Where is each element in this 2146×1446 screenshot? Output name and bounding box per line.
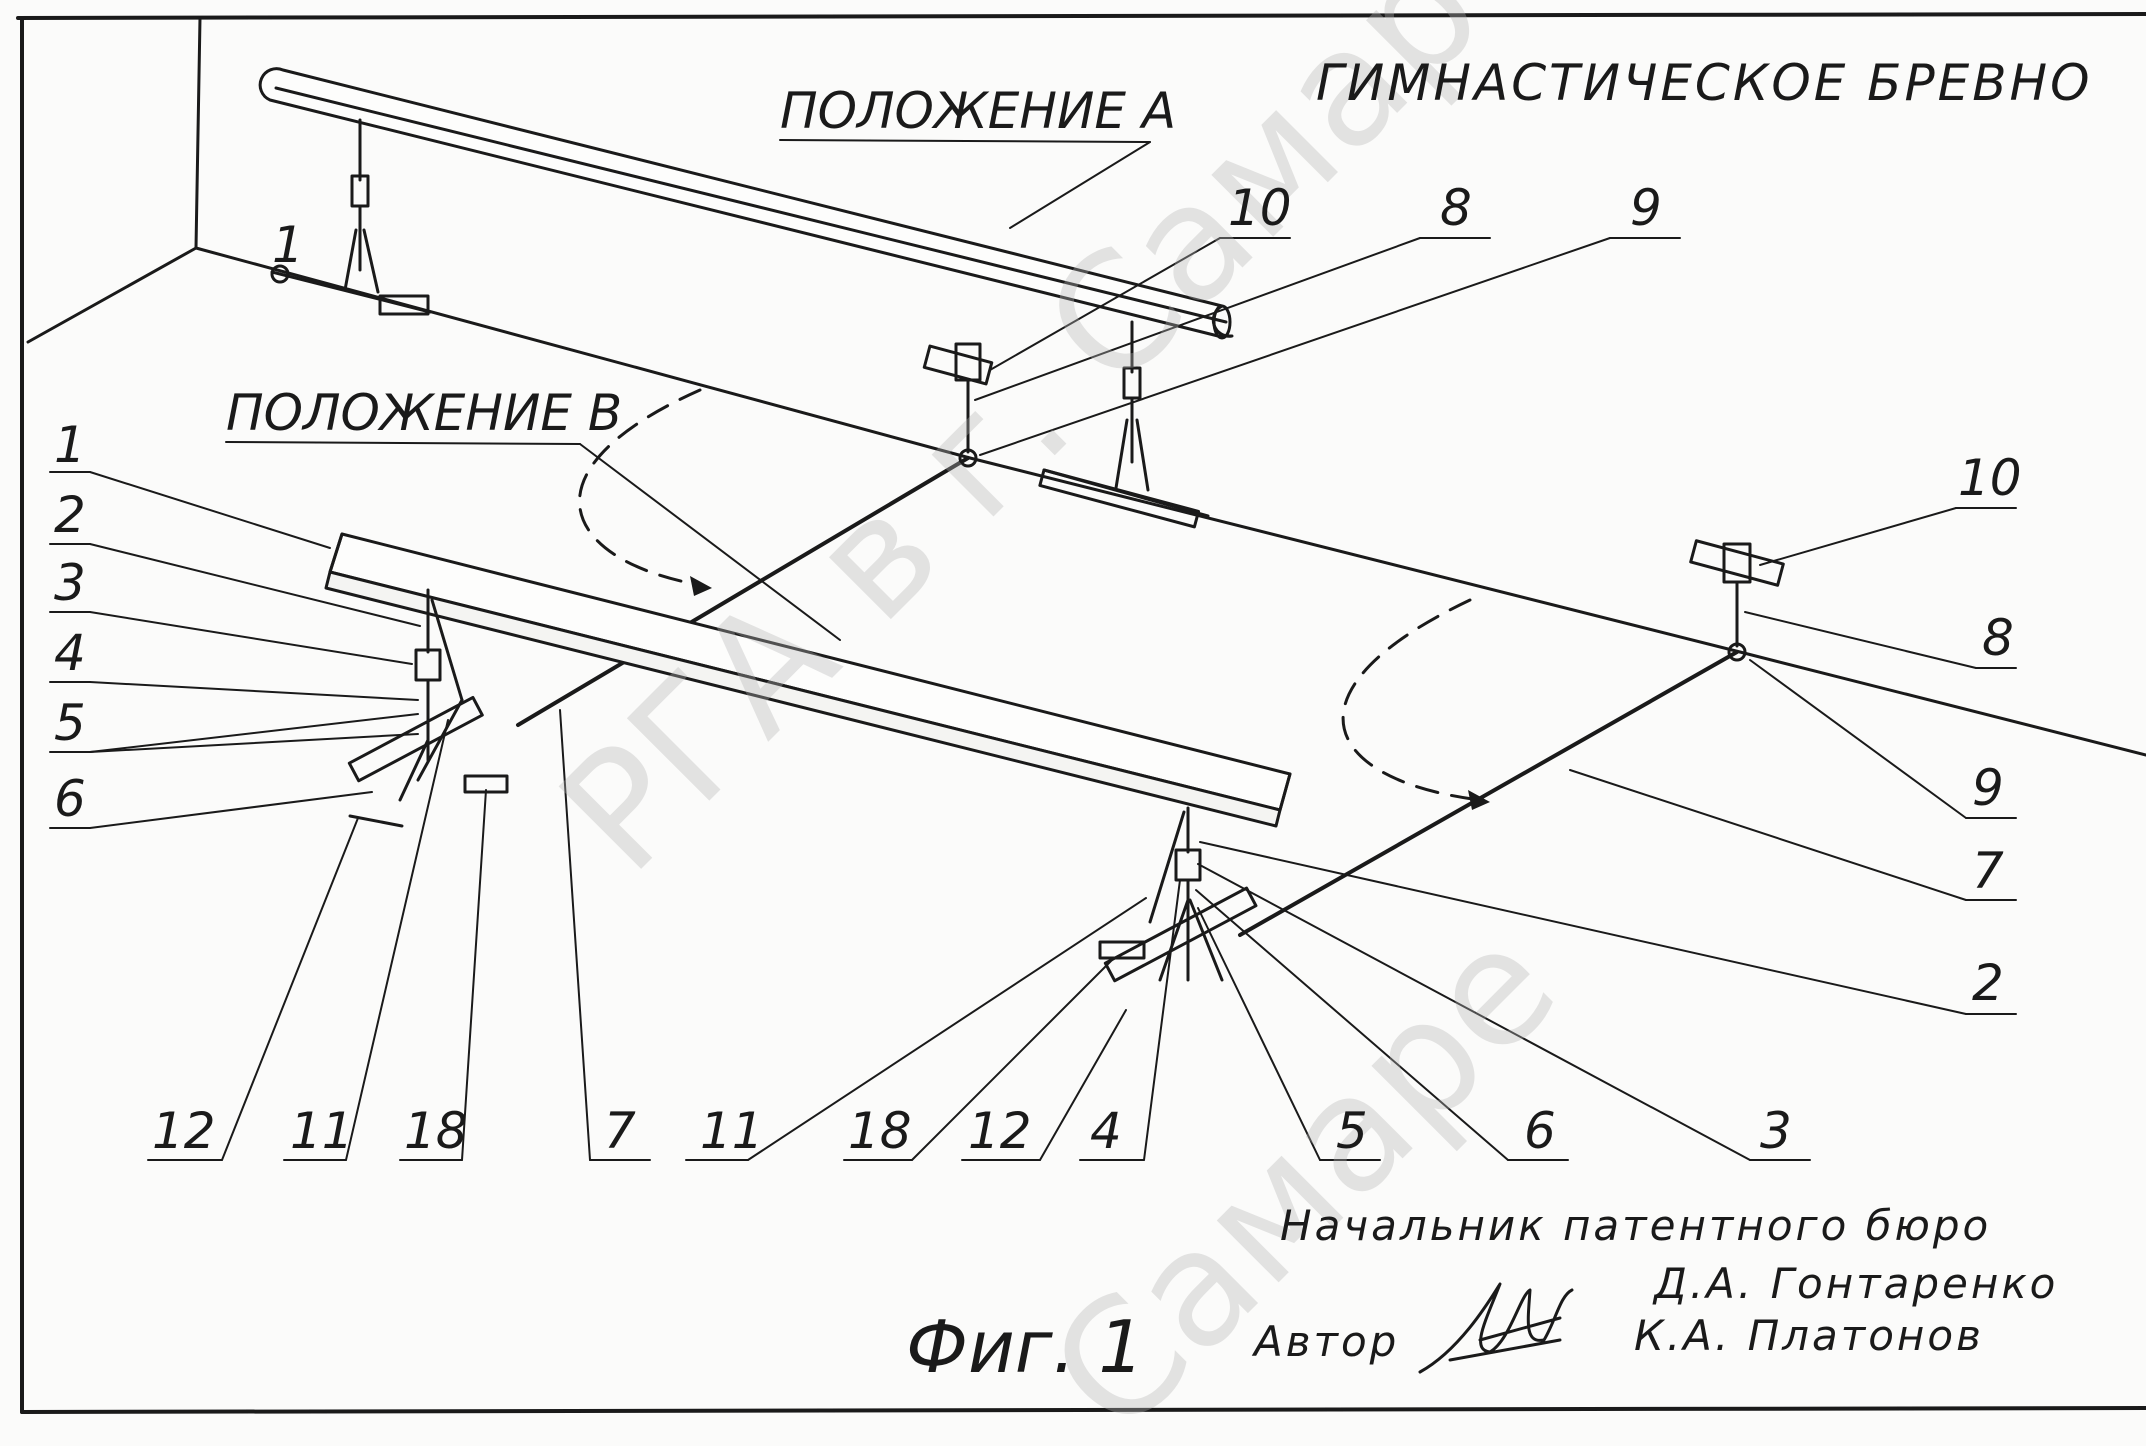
patent-office-label: Начальник патентного бюро <box>1280 1201 1991 1250</box>
position-a-label: ПОЛОЖЕНИЕ А <box>780 82 1176 140</box>
supports-position-a <box>270 118 1210 529</box>
supports-position-b-right <box>1098 806 1258 983</box>
callout-10: 10 <box>1228 179 1292 237</box>
callout-7: 7 <box>604 1102 636 1160</box>
signature <box>1418 1282 1574 1374</box>
motion-arrowheads <box>690 576 1490 810</box>
callout-9-right: 9 <box>1972 759 2004 817</box>
callout-3-bottom: 3 <box>1760 1102 1792 1160</box>
frame <box>16 12 2146 1414</box>
figure-label: Фиг. 1 <box>906 1305 1144 1389</box>
callout-3: 3 <box>54 554 86 612</box>
callout-6-bottom: 6 <box>1524 1102 1556 1160</box>
patent-office-name: Д.А. Гонтаренко <box>1652 1259 2058 1308</box>
callout-1: 1 <box>54 416 86 474</box>
callout-6: 6 <box>54 770 86 828</box>
labels: ГИМНАСТИЧЕСКОЕ БРЕВНО ПОЛОЖЕНИЕ А ПОЛОЖЕ… <box>54 54 2092 1389</box>
rail-7 <box>516 456 1739 937</box>
callout-12: 12 <box>152 1102 216 1160</box>
callout-18: 18 <box>404 1102 468 1160</box>
pivot-fitting-left <box>922 342 994 468</box>
callout-9: 9 <box>1630 179 1662 237</box>
callout-8: 8 <box>1440 179 1472 237</box>
beam-position-a <box>258 67 1234 340</box>
callout-8-right: 8 <box>1982 609 2014 667</box>
position-b-label: ПОЛОЖЕНИЕ В <box>226 384 622 442</box>
callout-1-top: 1 <box>272 216 304 274</box>
callout-12-right: 12 <box>968 1102 1032 1160</box>
room-outline <box>26 16 2146 757</box>
callout-11-right: 11 <box>700 1102 764 1160</box>
callout-18-right: 18 <box>848 1102 912 1160</box>
supports-position-b-left <box>347 588 509 828</box>
drawing-title: ГИМНАСТИЧЕСКОЕ БРЕВНО <box>1316 54 2092 112</box>
callout-5: 5 <box>54 694 86 752</box>
callout-2-right: 2 <box>1972 954 2004 1012</box>
author-name: К.А. Платонов <box>1634 1311 1984 1360</box>
callout-10-right: 10 <box>1958 449 2022 507</box>
callout-4: 4 <box>54 624 86 682</box>
callout-5-bottom: 5 <box>1336 1102 1368 1160</box>
callout-4-bottom: 4 <box>1090 1102 1122 1160</box>
callout-7-right: 7 <box>1972 842 2004 900</box>
pivot-fitting-right <box>1689 539 1785 662</box>
leader-lines <box>49 139 2017 1161</box>
author-label: Автор <box>1251 1317 1399 1366</box>
motion-paths <box>578 388 1482 802</box>
beam-position-b <box>324 532 1292 828</box>
callout-2: 2 <box>54 486 86 544</box>
callout-11: 11 <box>290 1102 354 1160</box>
